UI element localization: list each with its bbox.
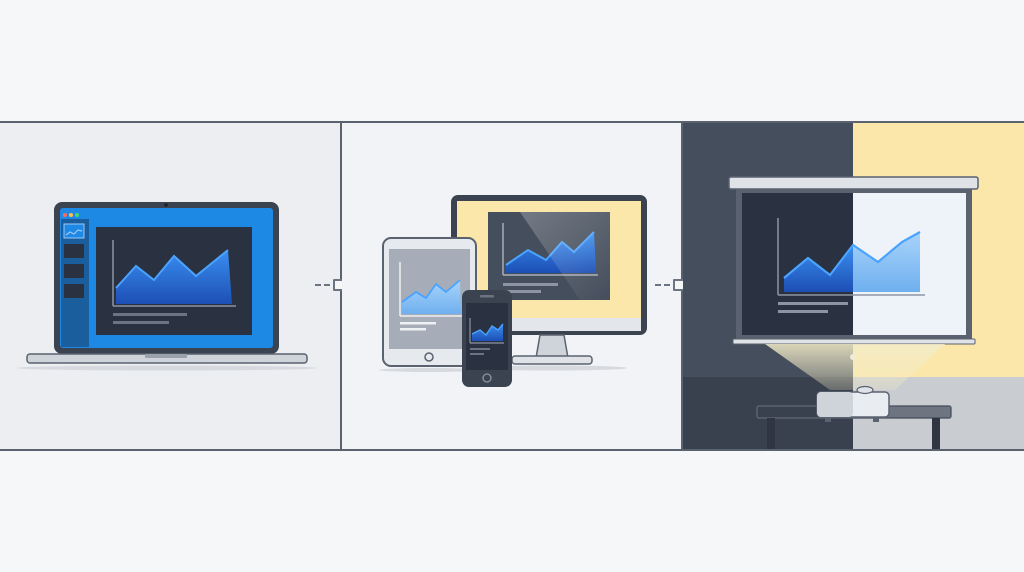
projector-icon bbox=[756, 385, 952, 449]
phone-icon bbox=[462, 290, 512, 387]
projection-screen-icon bbox=[728, 176, 979, 360]
projector-panel bbox=[683, 123, 1024, 449]
multi-device-panel bbox=[342, 123, 682, 449]
tablet-icon bbox=[379, 237, 479, 372]
chart-graphic bbox=[112, 240, 236, 324]
laptop-panel bbox=[0, 123, 341, 449]
laptop-icon bbox=[17, 202, 317, 371]
